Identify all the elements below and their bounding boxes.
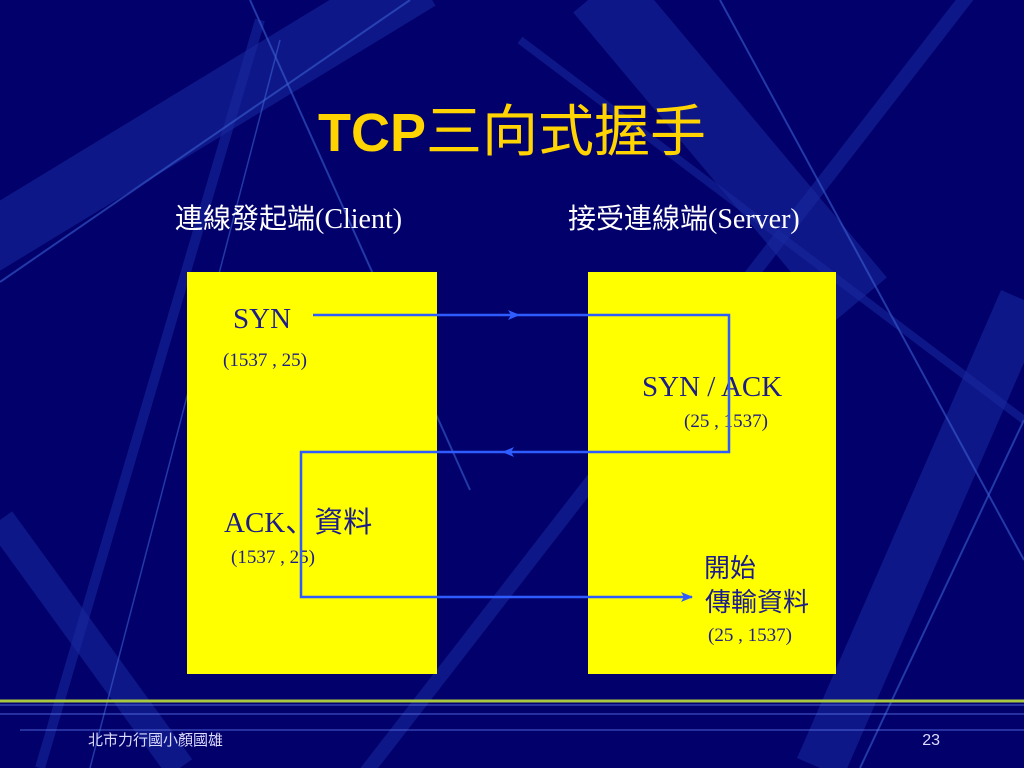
slide-title: TCP三向式握手 xyxy=(0,98,1024,168)
title-three-way-handshake: 三向式握手 xyxy=(426,100,706,165)
footer-author: 北市力行國小顏國雄 xyxy=(88,731,224,749)
client-box xyxy=(187,272,437,674)
client-label: 連線發起端(Client) xyxy=(175,204,403,235)
transfer-label: 傳輸資料 xyxy=(705,588,810,617)
synack-label: SYN / ACK xyxy=(642,371,783,403)
page-number: 23 xyxy=(922,732,940,749)
server-label: 接受連線端(Server) xyxy=(568,204,800,235)
syn-ports: (1537 , 25) xyxy=(223,350,307,371)
ack-data-label: ACK、資料 xyxy=(224,507,373,539)
synack-ports: (25 , 1537) xyxy=(684,411,768,432)
ack-ports: (1537 , 25) xyxy=(231,547,315,568)
transfer-ports: (25 , 1537) xyxy=(708,625,792,646)
syn-label: SYN xyxy=(233,303,292,335)
start-label: 開始 xyxy=(704,554,757,583)
title-tcp: TCP xyxy=(318,103,426,163)
